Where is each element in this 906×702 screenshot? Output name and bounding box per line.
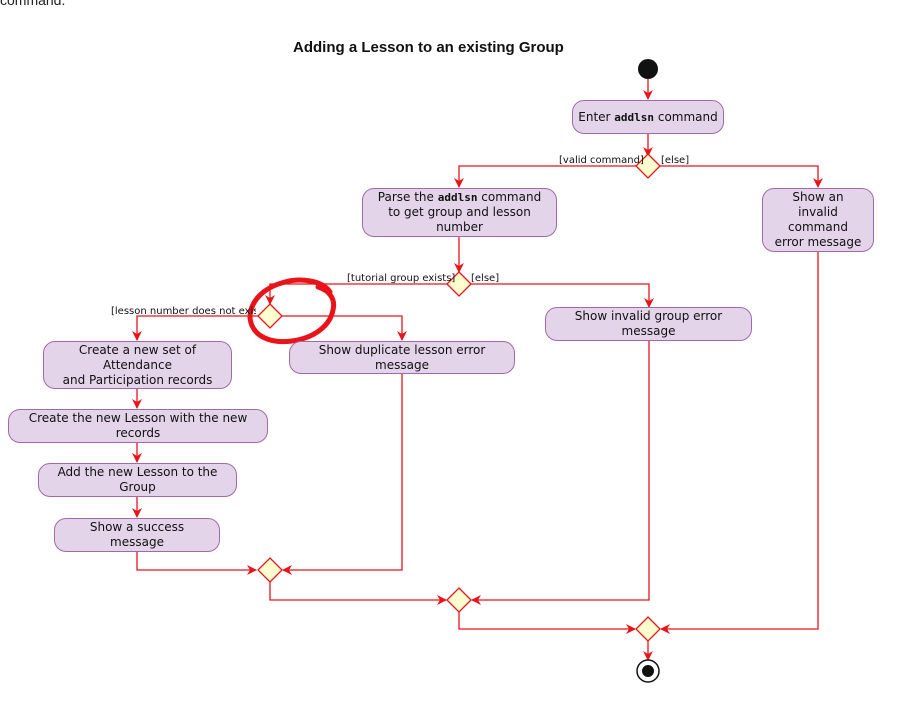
merge-diamond-2 (446, 587, 472, 613)
enter-code: addlsn (614, 110, 655, 124)
add-lesson-text: Add the new Lesson to the Group (57, 465, 218, 494)
enter-suffix: command (654, 109, 718, 124)
node-duplicate-lesson: Show duplicate lesson error message (289, 341, 515, 374)
edge-decision1-invalid (660, 165, 823, 188)
edge-group-merge2 (471, 341, 650, 605)
node-enter-command: Enter addlsn command (572, 100, 724, 134)
edge-invalid-merge3 (660, 252, 819, 634)
node-add-lesson: Add the new Lesson to the Group (38, 463, 237, 497)
success-text: Show a success message (89, 520, 185, 549)
guard-valid-command: [valid command] (559, 155, 644, 166)
create-lesson-text: Create the new Lesson with the new recor… (28, 411, 248, 440)
parse-line1: Parse the addlsn command (378, 190, 541, 205)
node-create-lesson: Create the new Lesson with the new recor… (8, 409, 268, 443)
edge-decision1-parse (454, 165, 636, 188)
create-records-line1: Create a new set of Attendance (78, 342, 197, 372)
merge-diamond-1 (257, 557, 283, 583)
node-invalid-group: Show invalid group error message (545, 307, 752, 341)
decision-group-exists (446, 271, 472, 297)
start-node (638, 59, 658, 79)
invalid-command-line1: Show an (792, 190, 844, 204)
annotation-circle (247, 277, 337, 345)
end-node (636, 659, 660, 683)
edge-success-merge1 (136, 552, 257, 575)
create-records-line2: and Participation records (62, 372, 213, 387)
guard-group-exists: [tutorial group exists] (347, 273, 456, 284)
diagram-title: Adding a Lesson to an existing Group (293, 39, 564, 56)
parse-prefix: Parse the (377, 190, 438, 204)
edge-decision3-records (132, 315, 258, 341)
decision-lesson-exists (257, 303, 283, 329)
node-success: Show a success message (54, 518, 220, 552)
invalid-command-line2: invalid command (788, 205, 848, 234)
guard-lesson-not-exist: [lesson number does not exist] (111, 306, 256, 317)
guard-else-2: [else] (471, 273, 500, 284)
decision-valid-command (635, 153, 661, 179)
parse-code: addlsn (437, 191, 478, 204)
clipped-caption-text: command. (0, 0, 66, 8)
invalid-group-text: Show invalid group error message (574, 309, 723, 338)
node-parse-command: Parse the addlsn command to get group an… (362, 188, 557, 237)
parse-suffix: command (477, 190, 542, 204)
merge-diamond-3 (635, 616, 661, 642)
edge-decision2-decision3 (265, 283, 447, 305)
node-create-records: Create a new set of Attendance and Parti… (43, 341, 232, 389)
guard-else-1: [else] (661, 155, 690, 166)
invalid-command-line3: error message (774, 235, 862, 249)
enter-prefix: Enter (578, 109, 615, 124)
node-invalid-command: Show an invalid command error message (762, 188, 874, 252)
edge-merge1-merge2 (269, 582, 447, 605)
duplicate-lesson-text: Show duplicate lesson error message (318, 342, 486, 372)
edge-decision2-group (471, 283, 654, 308)
edge-merge2-merge3 (458, 612, 636, 634)
edge-duplicate-merge1 (282, 374, 403, 575)
parse-line2: to get group and lesson number (388, 205, 531, 234)
edge-decision3-duplicate (282, 315, 407, 341)
